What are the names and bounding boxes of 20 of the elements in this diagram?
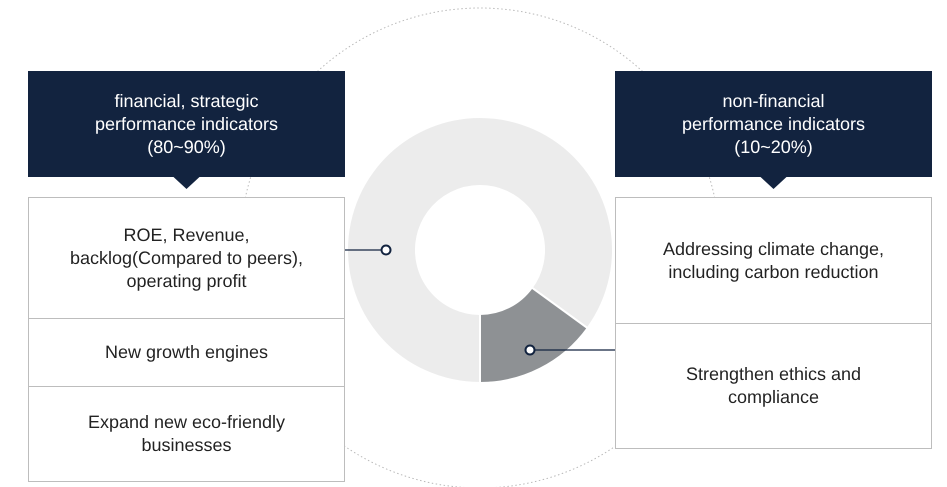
header-text: financial, strategic performance indicators (80~90%) <box>94 90 280 158</box>
leader-line <box>345 244 392 256</box>
donut-segment <box>346 116 614 384</box>
table-row <box>28 386 345 482</box>
row-text: Addressing climate change, including carbon reduction <box>662 238 886 284</box>
header-box <box>615 71 932 177</box>
row-text: New growth engines <box>104 341 270 364</box>
pointer-arrow <box>174 177 200 189</box>
leader-line <box>524 344 615 356</box>
table-row <box>615 197 932 324</box>
row-text: Strengthen ethics and compliance <box>684 363 862 409</box>
table-row <box>28 318 345 387</box>
header-box <box>28 71 345 177</box>
donut-segment <box>479 286 589 384</box>
row-text: ROE, Revenue, backlog(Compared to peers), operating profit <box>68 224 304 292</box>
header-text: non-financial performance indicators (10~20%) <box>680 90 866 158</box>
pointer-arrow <box>760 177 786 189</box>
table-row <box>28 197 345 319</box>
table-row <box>615 323 932 449</box>
row-text: Expand new eco-friendly businesses <box>86 411 286 457</box>
